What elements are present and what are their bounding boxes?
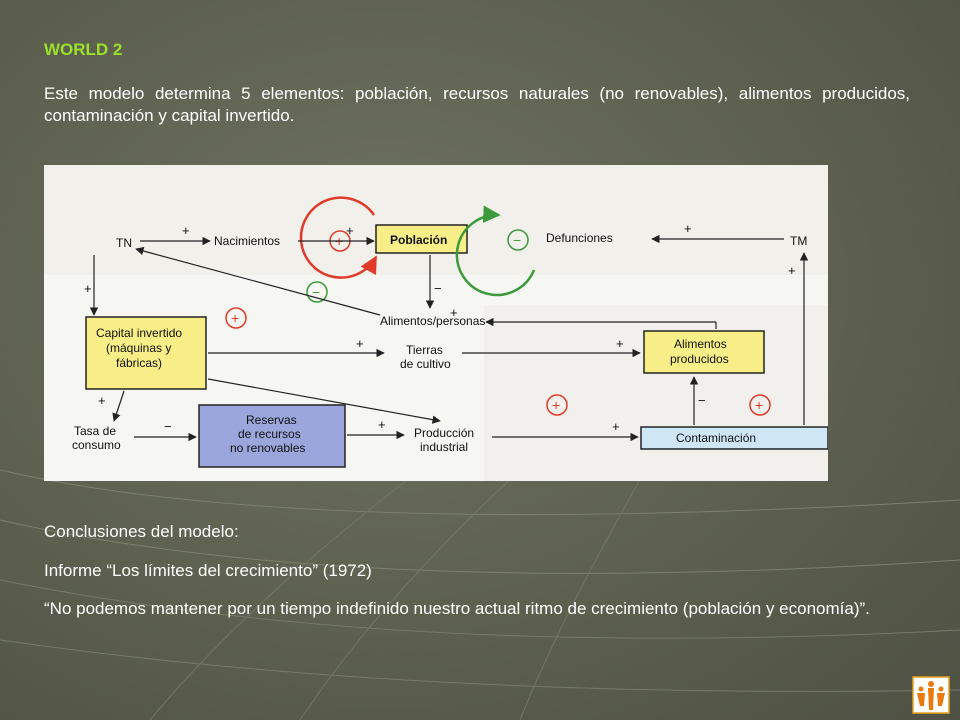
reservas-label-1: Reservas [246, 413, 297, 427]
produccion-label-2: industrial [420, 440, 468, 454]
arrow-capital-tasa [112, 390, 125, 422]
birth-loop-arc [299, 196, 378, 279]
capital-label-1: Capital invertido [96, 326, 182, 340]
tn-label: TN [116, 236, 132, 250]
pollution-loop-sign-1: + [552, 397, 560, 413]
contaminacion-label: Contaminación [676, 431, 756, 445]
sign-plus-4: + [84, 281, 92, 296]
sign-plus-2: + [346, 223, 354, 238]
sign-plus-1: + [182, 223, 190, 238]
pollution-loop-sign-circle-1 [546, 394, 568, 416]
sign-plus-6: + [616, 336, 624, 351]
pollution-loop-sign-2: + [755, 397, 763, 413]
poblacion-label: Población [390, 233, 447, 247]
conclusions-heading: Conclusiones del modelo: [44, 522, 239, 541]
death-loop-sign-circle [507, 229, 529, 251]
tierras-label-1: Tierras [406, 343, 443, 357]
tierras-label-2: de cultivo [400, 357, 451, 371]
sign-plus-8: + [98, 393, 106, 408]
tasa-label-1: Tasa de [74, 424, 116, 438]
food-loop-sign: − [312, 284, 320, 300]
world2-diagram: TN Nacimientos Población Defunciones TM … [44, 165, 828, 481]
sign-minus-3: − [698, 393, 706, 408]
tasa-label-2: consumo [72, 438, 121, 452]
sign-plus-3: + [684, 221, 692, 236]
conclusion-quote: “No podemos mantener por un tiempo indef… [44, 599, 870, 618]
sign-minus-1: − [434, 281, 442, 296]
capital-label-3: fábricas) [116, 356, 162, 370]
alimentos-personas-label: Alimentos/personas [380, 314, 485, 328]
capital-loop-sign: + [231, 310, 239, 326]
food-loop-sign-circle [306, 281, 328, 303]
defunciones-label: Defunciones [546, 231, 613, 245]
slide-title: WORLD 2 [44, 40, 123, 59]
death-loop-sign: − [513, 232, 521, 248]
tm-label: TM [790, 234, 807, 248]
logo-icon [912, 676, 950, 714]
arrow-alimentos-tn [135, 246, 381, 316]
intro-paragraph: Este modelo determina 5 elementos: pobla… [44, 84, 910, 125]
sign-plus-5: + [356, 336, 364, 351]
arrow-capital-produccion [207, 378, 441, 424]
poblacion-box [375, 224, 468, 254]
sign-plus-10: + [612, 419, 620, 434]
alimentos-prod-label-1: Alimentos [674, 337, 727, 351]
reservas-box [198, 404, 346, 468]
alimentos-prod-label-2: producidos [670, 352, 729, 366]
capital-label-2: (máquinas y [106, 341, 171, 355]
reservas-label-2: de recursos [238, 427, 301, 441]
contaminacion-box [640, 426, 828, 450]
sign-minus-2: − [164, 419, 172, 434]
nacimientos-label: Nacimientos [214, 234, 280, 248]
death-loop-arc [455, 205, 536, 297]
alimentos-producidos-box [643, 330, 765, 374]
produccion-label-1: Producción [414, 426, 474, 440]
capital-box [85, 316, 207, 390]
report-title: Informe “Los límites del crecimiento” (1… [44, 561, 372, 580]
capital-loop-sign-circle [225, 307, 247, 329]
sign-plus-11: + [788, 263, 796, 278]
reservas-label-3: no renovables [230, 441, 305, 455]
sign-plus-9: + [378, 417, 386, 432]
pollution-loop-sign-circle-2 [749, 394, 771, 416]
sign-plus-7: + [450, 305, 458, 320]
